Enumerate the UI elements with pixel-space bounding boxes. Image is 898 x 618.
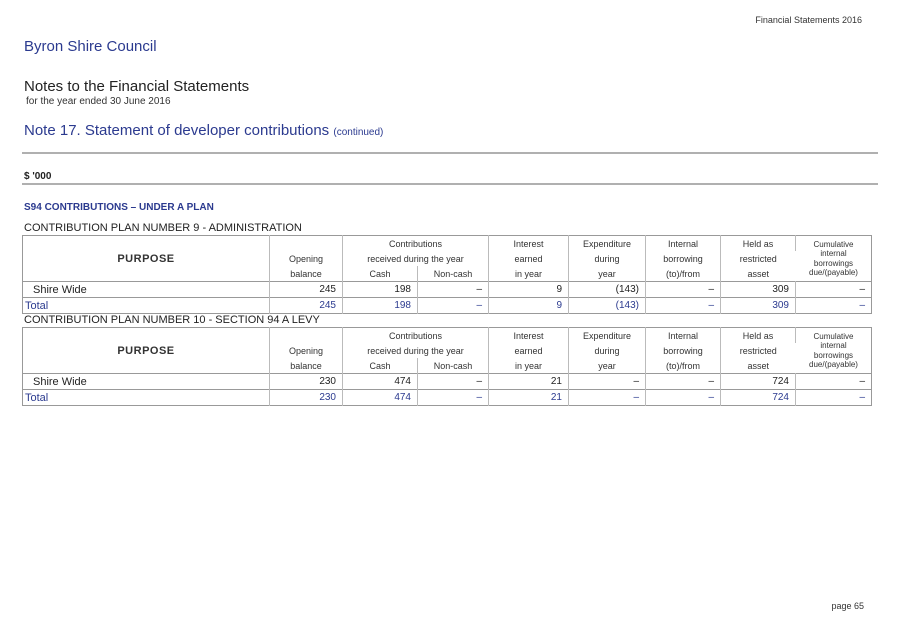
units-label: $ '000 (24, 171, 52, 182)
contributions-header: Contributions (342, 327, 489, 343)
report-title: Financial Statements 2016 (755, 15, 862, 25)
internal-header: Internal (645, 327, 721, 343)
plan-title: CONTRIBUTION PLAN NUMBER 9 - ADMINISTRAT… (24, 222, 302, 234)
divider-top (22, 152, 878, 154)
total-row: Total 245 198 – 9 (143) – 309 – (22, 297, 872, 314)
noncash-header: Non-cash (417, 266, 489, 282)
purpose-header: PURPOSE (22, 235, 270, 282)
expenditure-header: Expenditure (568, 235, 646, 251)
held-header: Held as (720, 327, 796, 343)
interest-header: Interest (488, 327, 569, 343)
contributions-table: PURPOSE Contributions Interest Expenditu… (22, 235, 872, 314)
divider-bottom (22, 183, 878, 185)
total-row: Total 230 474 – 21 – – 724 – (22, 389, 872, 406)
purpose-header: PURPOSE (22, 327, 270, 374)
page-number: page 65 (831, 601, 864, 611)
noncash-header: Non-cash (417, 358, 489, 374)
contributions-header: Contributions (342, 235, 489, 251)
note-continued: (continued) (333, 127, 384, 138)
notes-title: Notes to the Financial Statements (24, 78, 250, 95)
interest-header: Interest (488, 235, 569, 251)
section-title: S94 CONTRIBUTIONS – UNDER A PLAN (24, 202, 214, 213)
table-row: Shire Wide 245 198 – 9 (143) – 309 – (22, 281, 872, 298)
cash-header: Cash (342, 266, 418, 282)
plan-title: CONTRIBUTION PLAN NUMBER 10 - SECTION 94… (24, 314, 320, 326)
contributions-table: PURPOSE Contributions Interest Expenditu… (22, 327, 872, 406)
opening-header: Opening (269, 251, 343, 266)
table-row: Shire Wide 230 474 – 21 – – 724 – (22, 373, 872, 390)
council-name: Byron Shire Council (24, 38, 157, 55)
opening-header: Opening (269, 343, 343, 358)
held-header: Held as (720, 235, 796, 251)
internal-header: Internal (645, 235, 721, 251)
expenditure-header: Expenditure (568, 327, 646, 343)
cash-header: Cash (342, 358, 418, 374)
note-title: Note 17. Statement of developer contribu… (24, 122, 383, 139)
note-title-text: Note 17. Statement of developer contribu… (24, 122, 330, 139)
period-text: for the year ended 30 June 2016 (26, 96, 171, 107)
